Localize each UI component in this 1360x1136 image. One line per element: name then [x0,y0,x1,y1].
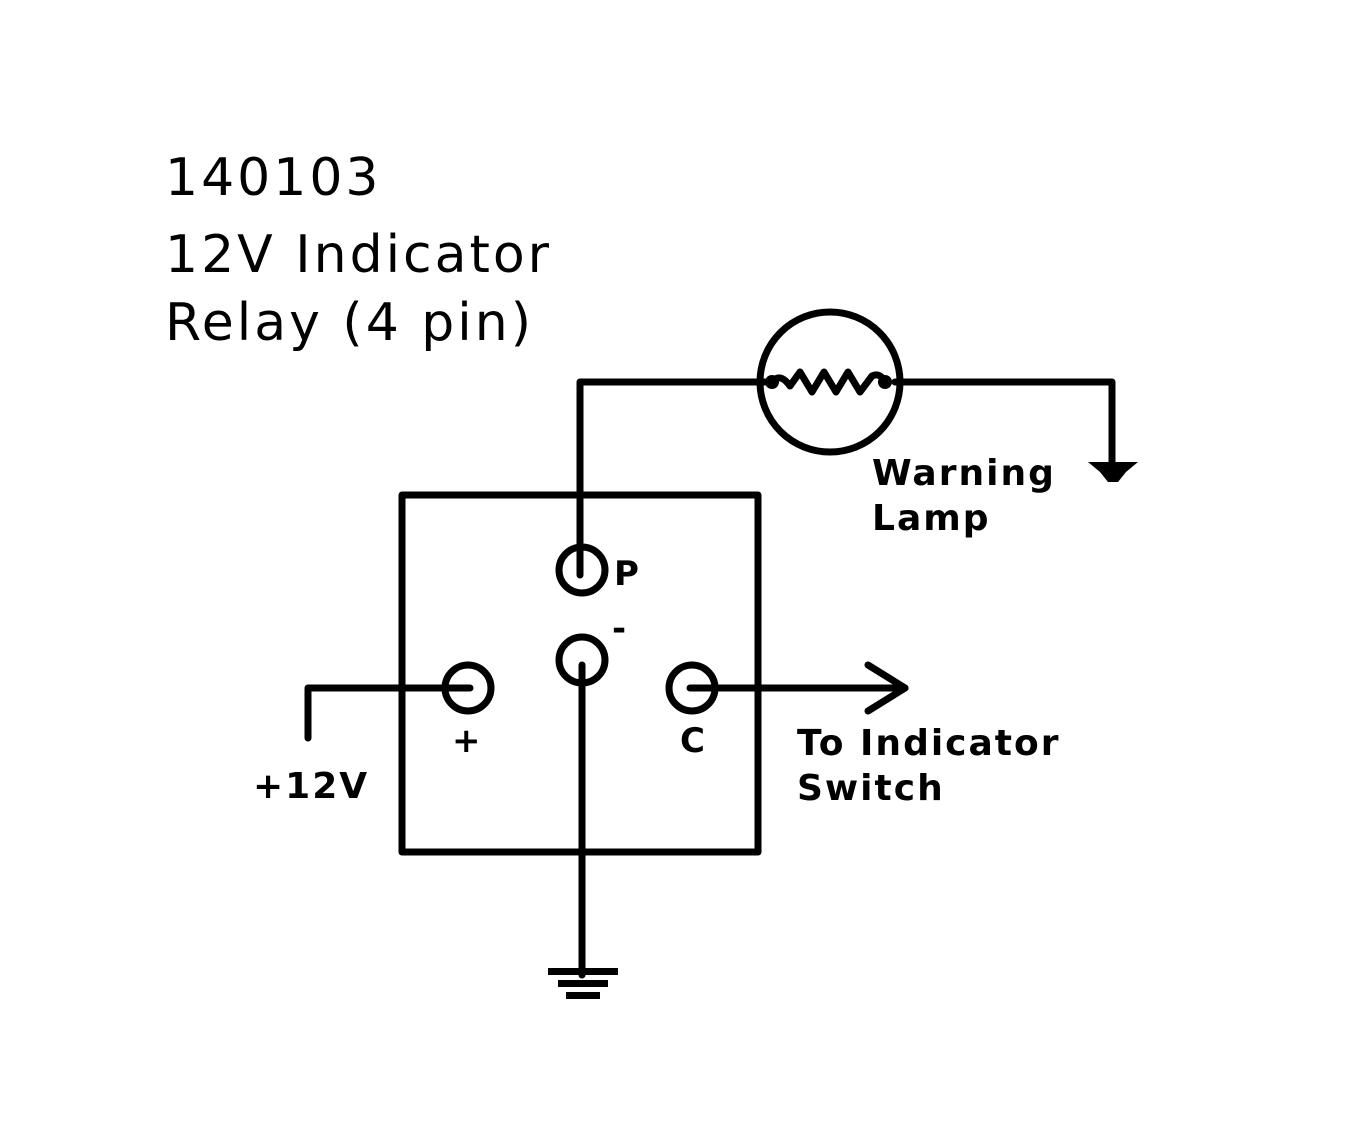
warning-lamp-icon [756,308,904,456]
ground-icon-relay [548,968,618,999]
wire-supply [304,684,474,742]
pin-plus-label: + [452,721,481,761]
pin-minus-label: - [612,609,626,649]
ground-icon-lamp [1088,462,1138,482]
supply-label: +12V [253,766,369,807]
arrow-right-icon [864,661,909,715]
wire-p-to-lamp [576,378,769,579]
lamp-filament [768,368,889,396]
switch-label-line1: To Indicator [797,723,1061,764]
wire-lamp-to-ground [891,378,1116,466]
switch-label-line2: Switch [797,768,945,809]
part-number: 140103 [165,148,382,208]
pin-p [555,543,609,597]
lamp-label-line2: Lamp [872,498,991,539]
lamp-label-line1: Warning [872,453,1056,494]
pin-p-label: P [614,554,639,594]
title-line-2: 12V Indicator [165,225,552,285]
title-line-3: Relay (4 pin) [165,293,534,353]
pin-c-label: C [680,721,705,761]
